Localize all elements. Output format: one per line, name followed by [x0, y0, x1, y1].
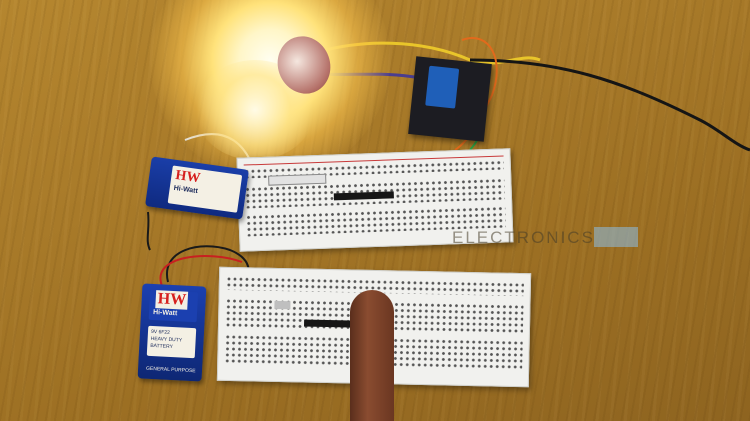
black-battery-wire [146, 211, 151, 251]
relay-module [408, 56, 492, 142]
battery-footer: GENERAL PURPOSE [145, 365, 196, 375]
battery-bottom: HW Hi-Watt 9V 6F22 HEAVY DUTY BATTERY GE… [137, 283, 207, 382]
relay-block [425, 65, 460, 109]
finger [350, 290, 394, 421]
battery-label: HW Hi-Watt [167, 165, 243, 213]
ic-chip [303, 319, 357, 328]
black-mains-cable [469, 58, 750, 152]
red-lead-bottom [159, 255, 243, 287]
battery-info-panel: 9V 6F22 HEAVY DUTY BATTERY [146, 325, 197, 359]
battery-model: Hi-Watt [152, 308, 178, 318]
battery-info-line: BATTERY [150, 342, 174, 351]
battery-model: Hi-Watt [173, 184, 199, 196]
battery-brand: HW [155, 290, 189, 310]
battery-brand: HW [174, 167, 202, 187]
battery-info-line: 9V 6F22 [150, 328, 171, 336]
battery-label: HW Hi-Watt [148, 289, 199, 323]
rf-module [268, 173, 327, 186]
crystal [274, 300, 291, 310]
watermark-logo [594, 227, 638, 247]
watermark-text: ELECTRONICS [452, 228, 595, 247]
